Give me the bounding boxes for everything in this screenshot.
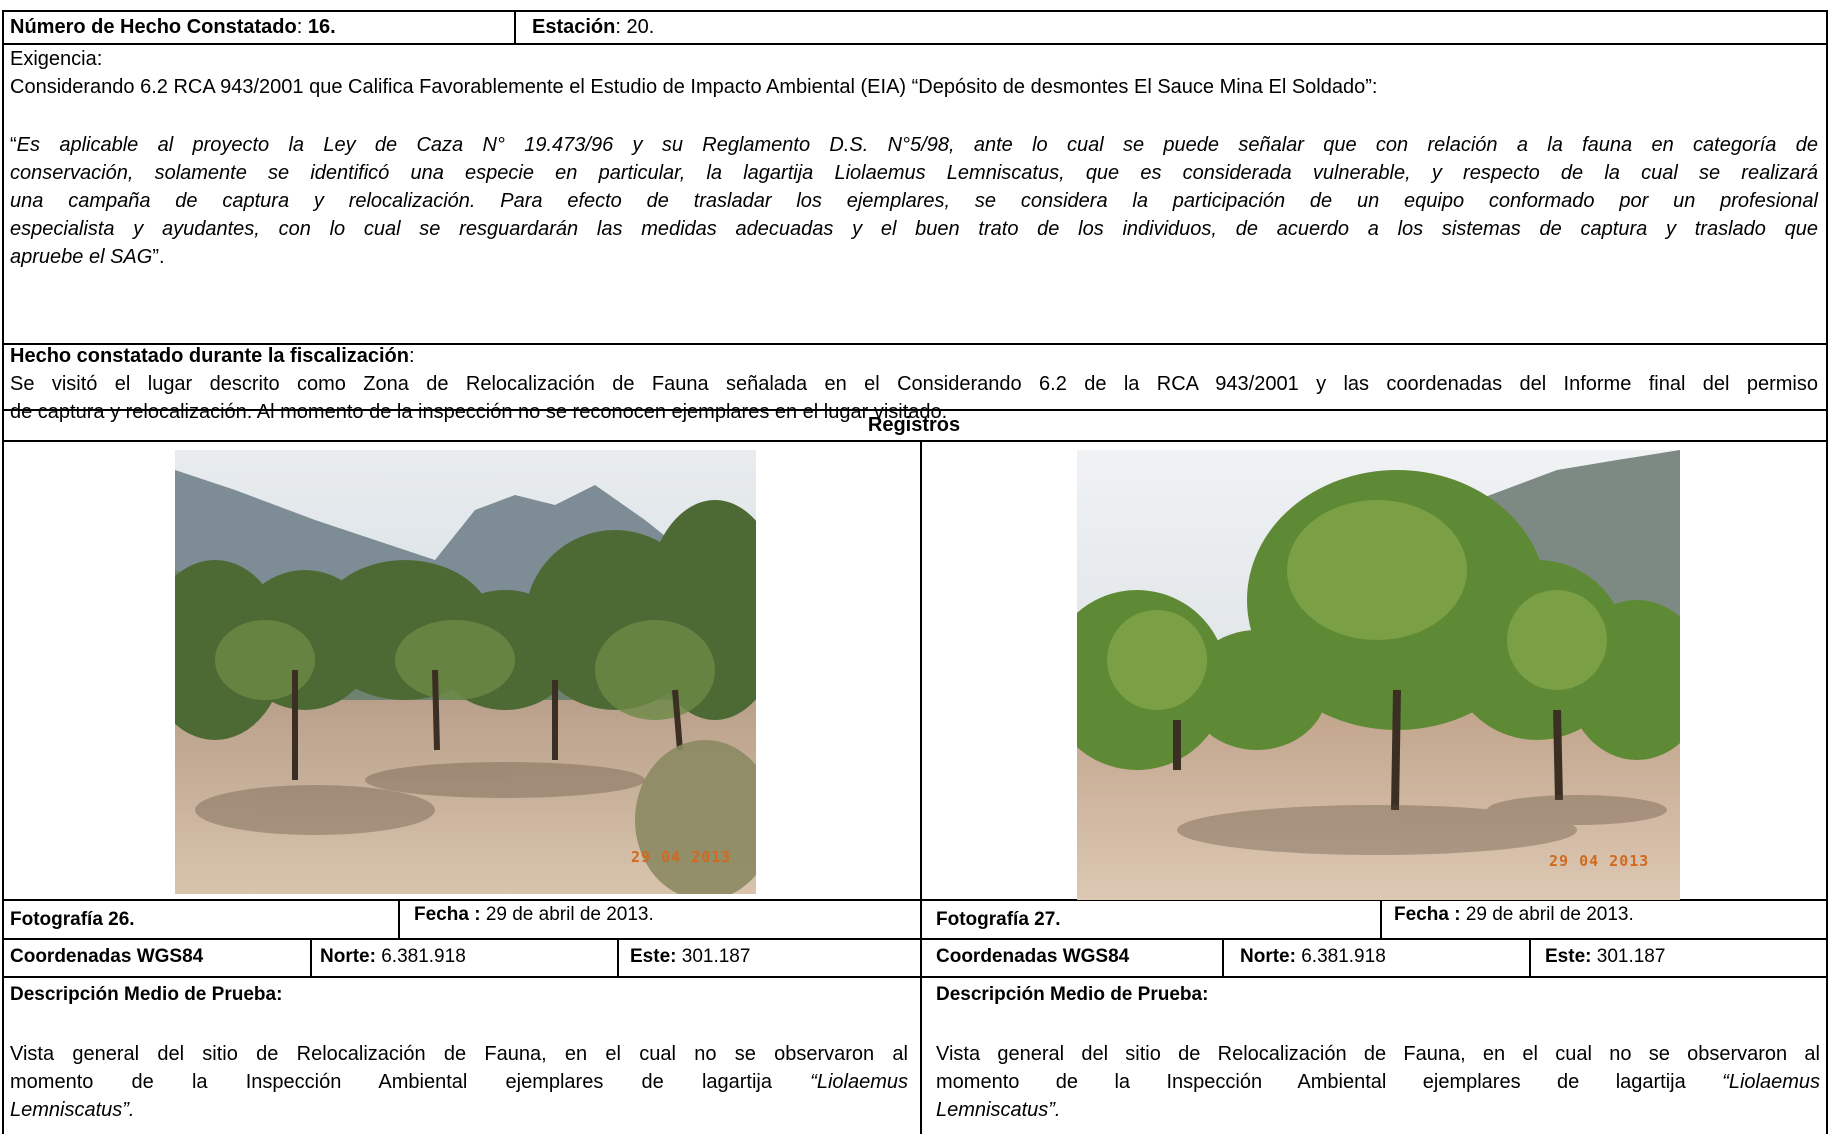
photo-27-coord-label: Coordenadas WGS84 bbox=[936, 946, 1130, 967]
photo-26-este: Este: 301.187 bbox=[630, 946, 751, 967]
border-top bbox=[2, 10, 1828, 12]
center-divider bbox=[920, 440, 922, 1134]
row-line bbox=[2, 976, 1828, 978]
hecho-number-label: Número de Hecho Constatado bbox=[10, 16, 297, 38]
desc-line: Lemniscatus”. bbox=[10, 1099, 135, 1121]
hecho-number: Número de Hecho Constatado: 16. bbox=[10, 16, 336, 38]
photo-27-image: 29 04 2013 bbox=[1077, 450, 1680, 900]
photo-27-norte: Norte: 6.381.918 bbox=[1240, 946, 1386, 967]
estacion-value: : 20. bbox=[615, 16, 655, 38]
hecho-line: de captura y relocalización. Al momento … bbox=[10, 401, 948, 423]
photo-27-date-stamp: 29 04 2013 bbox=[1549, 852, 1650, 870]
hecho-line: Se visitó el lugar descrito como Zona de… bbox=[10, 373, 1818, 395]
cell-divider bbox=[310, 938, 312, 977]
photo-26-norte: Norte: 6.381.918 bbox=[320, 946, 466, 967]
desc-line: Lemniscatus”. bbox=[936, 1099, 1061, 1121]
row-line bbox=[2, 409, 1828, 411]
hecho-constatado-text: Se visitó el lugar descrito como Zona de… bbox=[10, 370, 1818, 426]
photo-26-fecha: Fecha : 29 de abril de 2013. bbox=[414, 904, 654, 925]
photo-27-este: Este: 301.187 bbox=[1545, 946, 1666, 967]
row-line bbox=[2, 43, 1828, 45]
desc-line: Vista general del sitio de Relocalizació… bbox=[936, 1043, 1820, 1065]
row-line bbox=[2, 938, 1828, 940]
cell-divider bbox=[1222, 938, 1224, 977]
exigencia-considerando: Considerando 6.2 RCA 943/2001 que Califi… bbox=[10, 76, 1378, 98]
quote-line: una campaña de captura y relocalización.… bbox=[10, 190, 1818, 212]
exigencia-quote: “Es aplicable al proyecto la Ley de Caza… bbox=[10, 131, 1818, 271]
estacion-label: Estación bbox=[532, 16, 616, 38]
row-line bbox=[2, 899, 1828, 901]
cell-divider bbox=[398, 899, 400, 939]
exigencia-label: Exigencia: bbox=[10, 48, 103, 70]
desc-line: momento de la Inspección Ambiental ejemp… bbox=[10, 1071, 908, 1093]
cell-divider bbox=[1380, 899, 1382, 939]
border-right bbox=[1826, 10, 1828, 1134]
quote-line: “Es aplicable al proyecto la Ley de Caza… bbox=[10, 134, 1818, 156]
row-line bbox=[2, 343, 1828, 345]
quote-line: especialista y ayudantes, con lo cual se… bbox=[10, 218, 1818, 240]
photo-26-image: 29 04 2013 bbox=[175, 450, 756, 894]
photo-26-label: Fotografía 26. bbox=[10, 909, 135, 930]
desc-line: momento de la Inspección Ambiental ejemp… bbox=[936, 1071, 1820, 1093]
hecho-constatado-label: Hecho constatado durante la fiscalizació… bbox=[10, 345, 415, 367]
desc-line: Vista general del sitio de Relocalizació… bbox=[10, 1043, 908, 1065]
quote-line: apruebe el SAG”. bbox=[10, 246, 165, 268]
photo-26-date-stamp: 29 04 2013 bbox=[631, 848, 732, 866]
photo-27-desc-label: Descripción Medio de Prueba: bbox=[936, 984, 1209, 1005]
photo-27-label: Fotografía 27. bbox=[936, 909, 1061, 930]
photo-27-fecha: Fecha : 29 de abril de 2013. bbox=[1394, 904, 1634, 925]
hecho-number-value: 16. bbox=[307, 16, 336, 38]
header-divider bbox=[514, 10, 516, 44]
cell-divider bbox=[617, 938, 619, 977]
quote-line: conservación, solamente se identificó un… bbox=[10, 162, 1818, 184]
estacion: Estación: 20. bbox=[532, 13, 654, 41]
registros-title: Registros bbox=[867, 414, 961, 436]
photo-27-description: Vista general del sitio de Relocalizació… bbox=[936, 1040, 1820, 1124]
border-left bbox=[2, 10, 4, 1134]
photo-26-coord-label: Coordenadas WGS84 bbox=[10, 946, 204, 967]
cell-divider bbox=[1529, 938, 1531, 977]
photo-26-desc-label: Descripción Medio de Prueba: bbox=[10, 984, 283, 1005]
photo-26-description: Vista general del sitio de Relocalizació… bbox=[10, 1040, 908, 1124]
row-line bbox=[2, 440, 1828, 442]
